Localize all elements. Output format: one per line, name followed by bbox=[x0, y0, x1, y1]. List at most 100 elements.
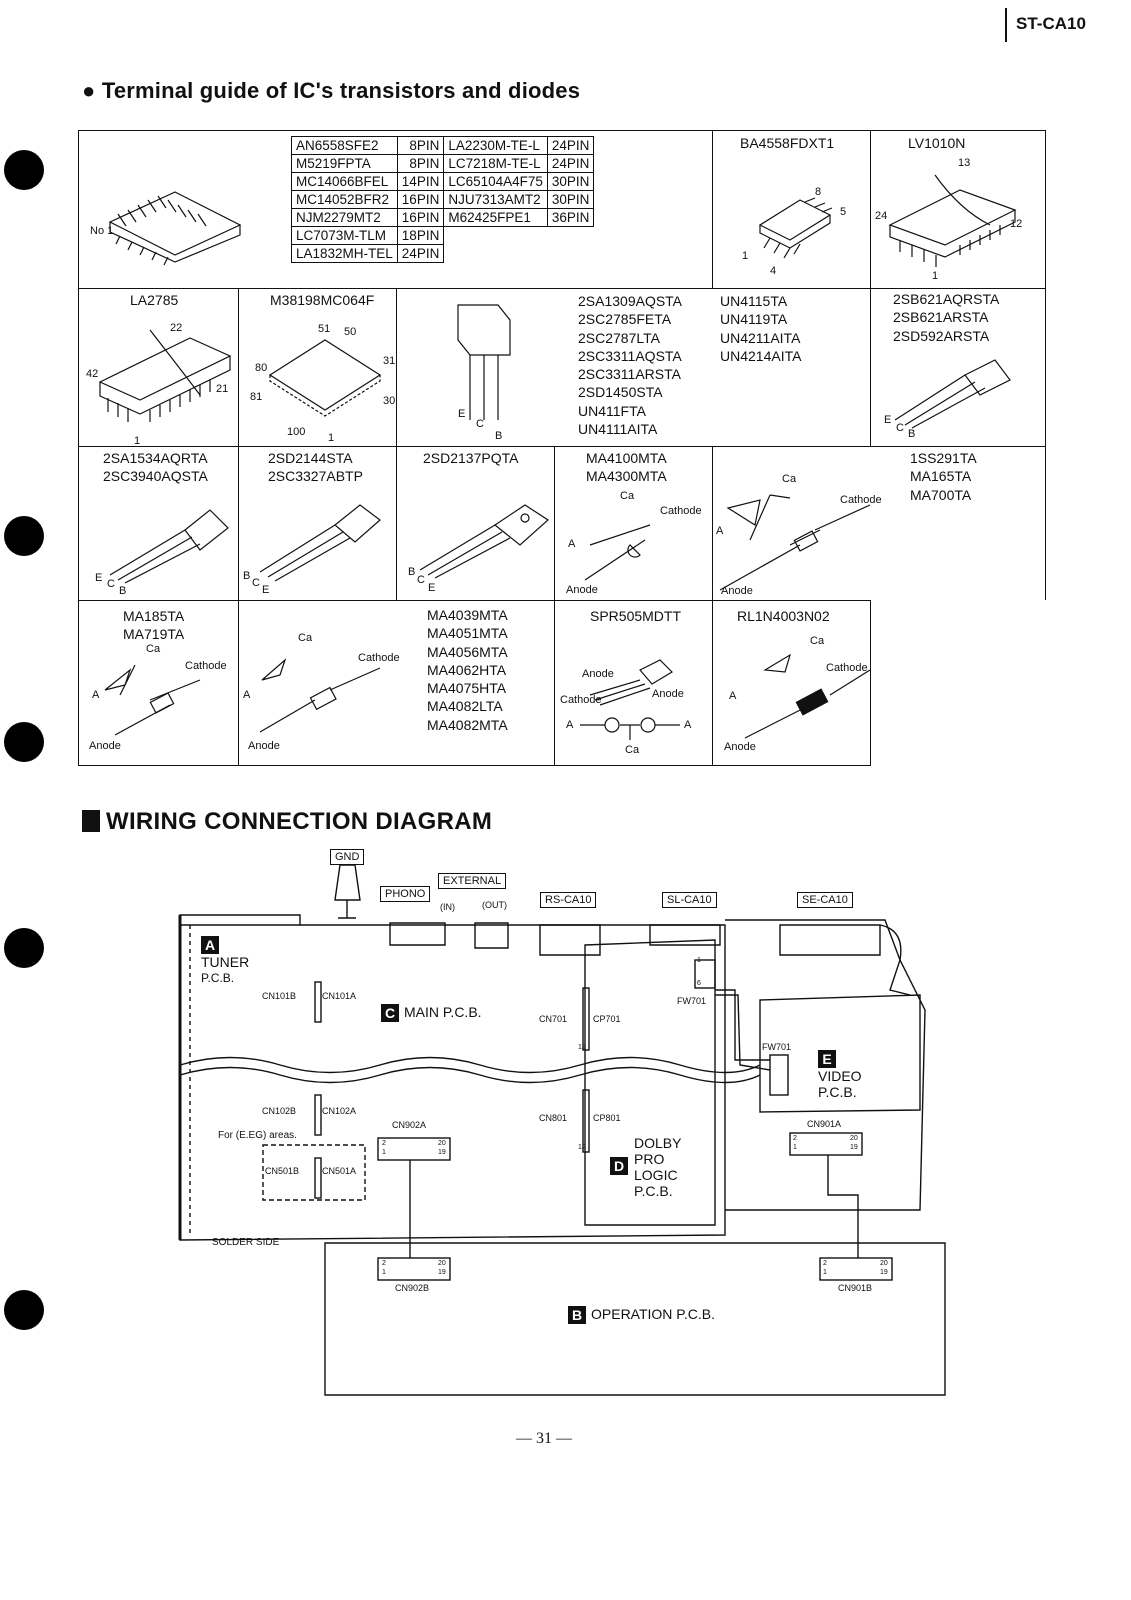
pin-label: 19 bbox=[880, 1269, 888, 1276]
diode-a-label: A bbox=[243, 689, 251, 701]
part-number: 2SD592ARSTA bbox=[893, 327, 990, 344]
part-number: 2SB621ARSTA bbox=[893, 309, 989, 326]
transistor-list-f: 2SD2137PQTA bbox=[423, 449, 518, 467]
tuner-line1: TUNER bbox=[201, 954, 250, 970]
binder-hole bbox=[4, 722, 44, 762]
ic-pin-count: 14PIN bbox=[396, 172, 445, 191]
binder-hole bbox=[4, 150, 44, 190]
pin-label: 31 bbox=[383, 355, 396, 367]
led-ca-label: Ca bbox=[625, 744, 640, 756]
main-badge: C bbox=[381, 1004, 399, 1023]
out-label: (OUT) bbox=[482, 900, 507, 910]
diode-ca-label: Ca bbox=[298, 632, 313, 644]
part-number: 2SC2785FETA bbox=[578, 311, 672, 328]
led-anode-label: Anode bbox=[582, 668, 614, 680]
diode-anode-label: Anode bbox=[721, 585, 753, 597]
video-line1: VIDEO bbox=[818, 1068, 862, 1084]
fw701-main-label: FW701 bbox=[677, 996, 707, 1006]
pin-label: 20 bbox=[880, 1260, 888, 1267]
part-number: 2SA1309AQSTA bbox=[578, 293, 683, 309]
pin-label: 30 bbox=[383, 395, 396, 407]
part-number: UN4211AITA bbox=[720, 329, 801, 346]
ic-part-number: M5219FPTA bbox=[291, 154, 398, 173]
spr-name: SPR505MDTT bbox=[590, 608, 682, 624]
ic-part-number: LA1832MH-TEL bbox=[291, 244, 398, 263]
video-pcb-label: E VIDEO P.C.B. bbox=[818, 1046, 862, 1100]
part-number: UN4115TA bbox=[720, 293, 788, 309]
ic-part-number: LC7073M-TLM bbox=[291, 226, 398, 245]
pin-label: 5 bbox=[840, 206, 847, 218]
cp801-label: CP801 bbox=[593, 1113, 621, 1123]
lead-label: E bbox=[428, 582, 436, 594]
diode-cathode-label: Cathode bbox=[185, 660, 227, 672]
cn901b-label: CN901B bbox=[838, 1283, 873, 1293]
pin-label: 1 bbox=[742, 250, 749, 262]
for-eeg-label: For (E.EG) areas. bbox=[218, 1130, 297, 1141]
ic-pin-count: 8PIN bbox=[396, 136, 445, 155]
terminal-guide-title: ● Terminal guide of IC's transistors and… bbox=[82, 78, 581, 103]
pin-label: 12 bbox=[1010, 218, 1023, 230]
terminal-guide-title-text: Terminal guide of IC's transistors and d… bbox=[101, 78, 581, 103]
pin-label: 1 bbox=[134, 435, 141, 447]
diode-ca-label: Ca bbox=[810, 635, 825, 647]
m38198-name: M38198MC064F bbox=[270, 292, 375, 308]
cn701-label: CN701 bbox=[539, 1014, 568, 1024]
lead-label: E bbox=[884, 414, 892, 426]
external-label: EXTERNAL bbox=[438, 873, 507, 889]
ic-pin-count: 24PIN bbox=[546, 136, 595, 155]
lv1010-name: LV1010N bbox=[908, 135, 966, 151]
solder-side-label: SOLDER SIDE bbox=[212, 1237, 280, 1248]
pin-label: 80 bbox=[255, 362, 268, 374]
phono-label: PHONO bbox=[380, 886, 431, 902]
cn902b-label: CN902B bbox=[395, 1283, 430, 1293]
diode-a-label: A bbox=[92, 689, 100, 701]
part-number: MA4062HTA bbox=[427, 661, 507, 678]
cn501b-label: CN501B bbox=[265, 1166, 300, 1176]
ic-pin-count: 24PIN bbox=[396, 244, 445, 263]
part-number: MA4051MTA bbox=[427, 625, 508, 642]
grid-line bbox=[78, 446, 1046, 447]
grid-line bbox=[870, 130, 871, 288]
pin-label: 2 bbox=[793, 1135, 797, 1142]
pin-label: 19 bbox=[438, 1269, 446, 1276]
part-number: MA4075HTA bbox=[427, 680, 507, 697]
part-number: MA700TA bbox=[910, 486, 972, 503]
diode-cathode-label: Cathode bbox=[840, 494, 882, 506]
led-cathode-label: Cathode bbox=[560, 694, 602, 706]
cn902a-label: CN902A bbox=[392, 1120, 427, 1130]
video-badge: E bbox=[818, 1050, 836, 1068]
pin-label: 20 bbox=[438, 1140, 446, 1147]
pin-label: 50 bbox=[344, 326, 357, 338]
rl1-name: RL1N4003N02 bbox=[737, 608, 830, 624]
diode-ca-label: Ca bbox=[620, 490, 635, 502]
pin-label: 6 bbox=[697, 980, 701, 987]
part-number: MA4100MTA bbox=[586, 450, 667, 466]
cn901a-label: CN901A bbox=[807, 1119, 842, 1129]
se-ca10-label: SE-CA10 bbox=[797, 892, 853, 908]
dolby-badge: D bbox=[610, 1157, 628, 1175]
ic-pin-count: 16PIN bbox=[396, 190, 445, 209]
cp701-label: CP701 bbox=[593, 1014, 621, 1024]
diode-anode-label: Anode bbox=[248, 740, 280, 752]
fw701-video-label: FW701 bbox=[762, 1042, 792, 1052]
part-number: MA4039MTA bbox=[427, 607, 508, 623]
main-text: MAIN P.C.B. bbox=[404, 1004, 482, 1020]
lead-label: C bbox=[107, 578, 115, 590]
pin-label: 2 bbox=[382, 1260, 386, 1267]
ic-pin-count: 36PIN bbox=[546, 208, 595, 227]
pin-label: 20 bbox=[438, 1260, 446, 1267]
page-number: — 31 — bbox=[516, 1430, 572, 1447]
model-number: ST-CA10 bbox=[1016, 14, 1086, 33]
header-rule bbox=[1005, 8, 1007, 42]
lead-label: B bbox=[119, 585, 127, 597]
tuner-line2: P.C.B. bbox=[201, 971, 235, 985]
part-number: MA4082MTA bbox=[427, 716, 508, 733]
